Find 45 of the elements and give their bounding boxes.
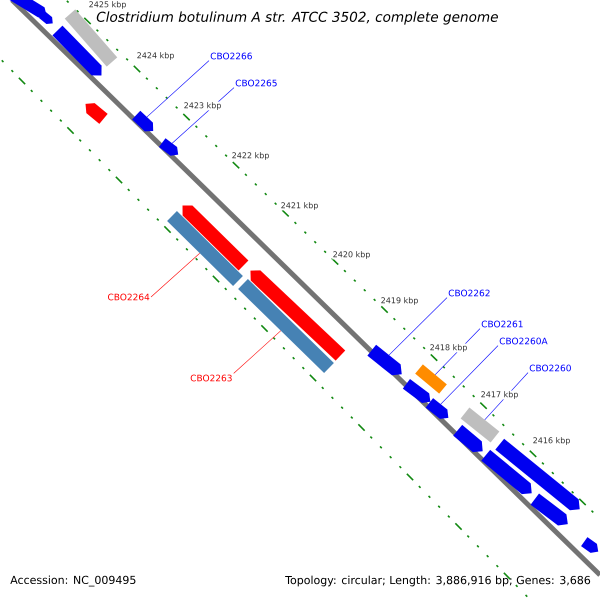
gene-feature — [581, 537, 598, 553]
gene-label: CBO2261 — [482, 320, 523, 328]
scale-label: 2425 kbp — [88, 0, 127, 10]
gene-label: CBO2264 — [108, 294, 150, 300]
scale-label: 2420 kbp — [332, 250, 371, 260]
leader-line — [146, 60, 210, 118]
leader-line — [388, 297, 448, 356]
scale-label: 2424 kbp — [136, 52, 175, 60]
gene-label: CBO2260 — [530, 364, 571, 372]
gene-feature — [158, 138, 178, 156]
gene-bar — [415, 364, 447, 394]
gene-label: CBO2260A — [500, 338, 548, 344]
gene-bar — [460, 408, 500, 442]
gene-label: CBO2262 — [448, 290, 490, 296]
gene-feature — [481, 450, 532, 494]
scale-label: 2419 kbp — [380, 296, 419, 306]
scale-label: 2421 kbp — [280, 202, 319, 210]
gene-label: CBO2263 — [190, 374, 232, 382]
gene-bar — [238, 279, 334, 374]
genome-info-text: Topology: circular; Length: 3,886,916 bp; Genes: 3,686 — [285, 576, 590, 586]
gene-feature — [453, 424, 483, 452]
gene-feature — [530, 494, 568, 526]
gene-feature — [250, 270, 346, 361]
gene-feature — [426, 398, 448, 419]
scale-label: 2422 kbp — [231, 152, 270, 160]
gene-feature — [38, 10, 53, 24]
gene-feature — [52, 26, 102, 76]
leader-line — [440, 345, 498, 404]
gene-feature — [132, 110, 154, 132]
title: Clostridium botulinum A str. ATCC 3502, complete genome — [96, 11, 498, 25]
accession-text: Accession: NC_009495 — [10, 576, 136, 586]
scale-label: 2418 kbp — [429, 344, 468, 352]
gene-bar — [167, 211, 243, 286]
leader-line — [233, 330, 282, 374]
scale-label: 2417 kbp — [480, 390, 519, 400]
gene-label: CBO2266 — [210, 52, 252, 60]
gene-feature — [182, 205, 248, 271]
scale-label: 2423 kbp — [183, 102, 222, 110]
gene-feature — [86, 103, 108, 124]
scale-label: 2416 kbp — [532, 436, 571, 446]
leader-line — [150, 252, 200, 298]
gene-label: CBO2265 — [236, 80, 277, 86]
gene-feature — [7, 0, 47, 18]
gene-feature — [402, 379, 430, 403]
gene-feature — [367, 344, 402, 376]
